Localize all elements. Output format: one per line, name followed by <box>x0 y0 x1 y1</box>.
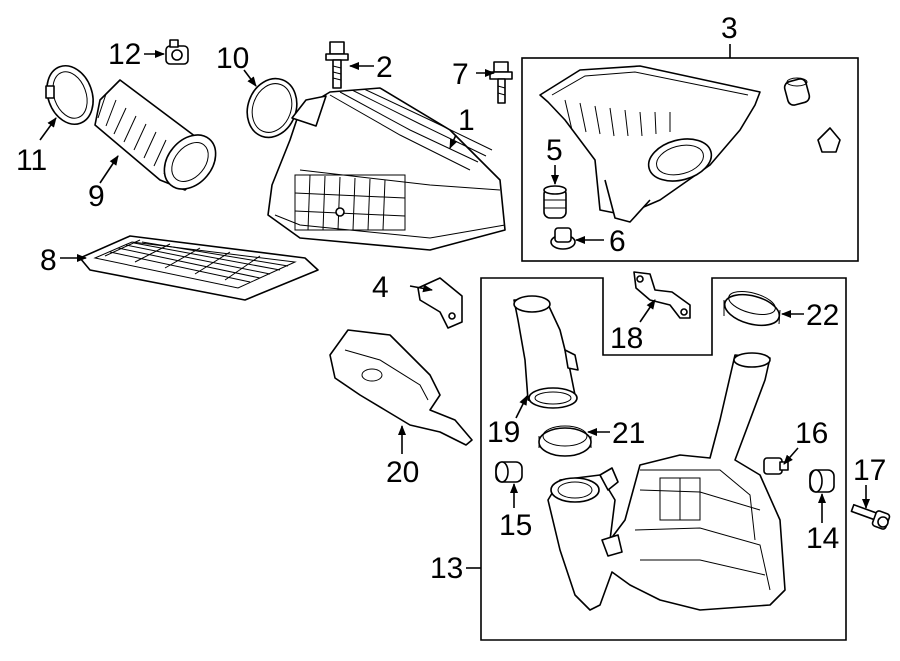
callout-18: 18 <box>610 322 643 355</box>
grommet-lower-part <box>817 127 841 153</box>
callout-4: 4 <box>372 271 389 304</box>
callout-11: 11 <box>16 144 47 177</box>
bolt-part <box>325 41 349 89</box>
callout-21: 21 <box>612 417 645 450</box>
cushion-6-part <box>550 227 576 250</box>
callout-13: 13 <box>430 552 463 585</box>
callout-7: 7 <box>452 58 469 91</box>
callout-9: 9 <box>88 180 105 213</box>
callout-labels: 1 2 3 4 5 6 7 8 9 10 11 12 13 14 15 16 1… <box>16 12 886 585</box>
callout-10: 10 <box>216 42 249 75</box>
callout-17: 17 <box>853 454 886 487</box>
callout-15: 15 <box>499 509 532 542</box>
bolt-17-part <box>850 503 891 530</box>
callout-19: 19 <box>487 416 520 449</box>
clip-16-part <box>763 457 789 475</box>
bracket-18-part <box>633 271 691 319</box>
intake-tube-19-part <box>513 295 579 409</box>
air-filter-part <box>79 235 319 301</box>
callout-5: 5 <box>546 134 563 167</box>
group-box-13 <box>480 277 847 641</box>
air-cleaner-cover-part <box>267 87 506 251</box>
callout-20: 20 <box>386 456 419 489</box>
sensor-part <box>165 39 189 65</box>
callout-2: 2 <box>376 51 393 84</box>
callout-1: 1 <box>458 104 475 137</box>
callout-12: 12 <box>108 38 141 71</box>
bolt-7-part <box>489 61 513 104</box>
callout-14: 14 <box>806 522 839 555</box>
leader-lines <box>39 44 870 569</box>
group-box-3 <box>521 57 859 262</box>
callout-22: 22 <box>806 299 839 332</box>
bracket-4-part <box>417 277 463 329</box>
callout-6: 6 <box>609 225 626 258</box>
hose-clamp-part <box>45 65 94 125</box>
cap-15-part <box>495 461 523 483</box>
resonator-20-part <box>329 329 473 446</box>
seal-22-part <box>723 291 781 327</box>
callout-16: 16 <box>795 417 828 450</box>
callout-3: 3 <box>721 12 738 45</box>
grommet-upper-part <box>783 77 811 106</box>
intake-hose-part <box>94 79 217 191</box>
callout-8: 8 <box>40 244 57 277</box>
cap-14-part <box>809 469 835 493</box>
grommet-5-part <box>543 185 567 219</box>
lower-housing-part <box>539 65 761 223</box>
seal-21-part <box>538 425 592 457</box>
resonator-chamber-13-part <box>547 352 786 611</box>
